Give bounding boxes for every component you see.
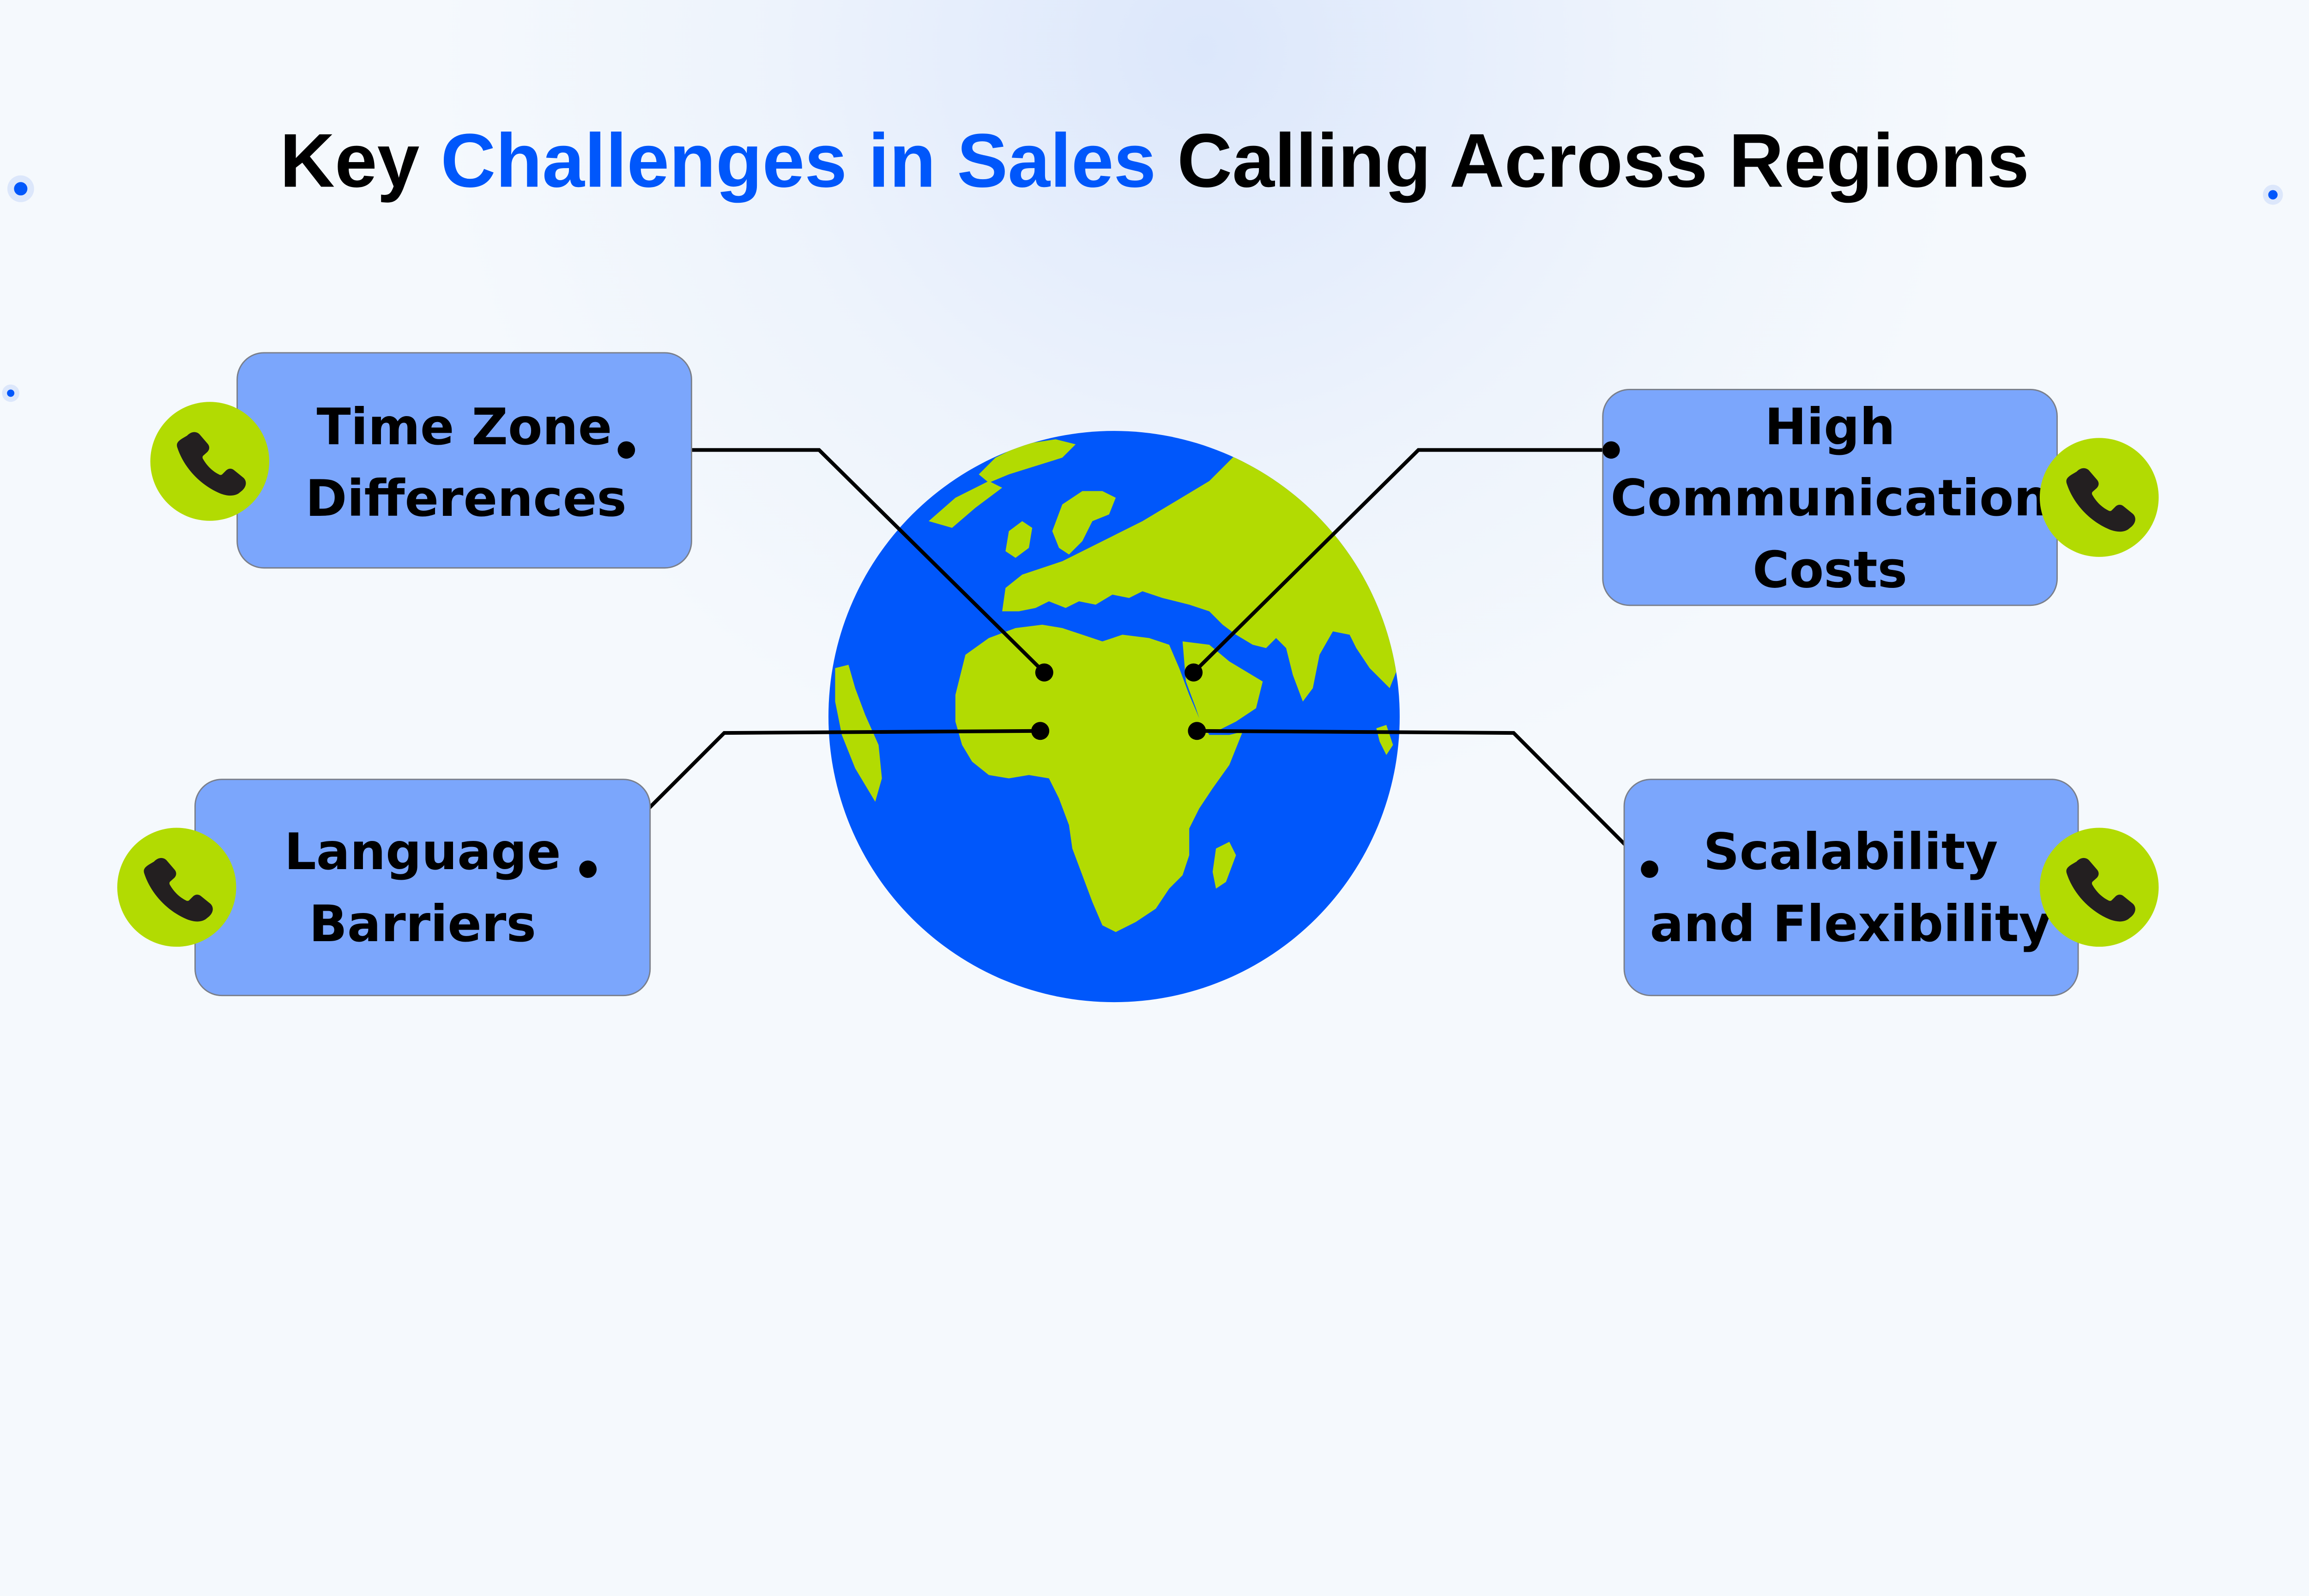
decorative-dot [2263,185,2283,205]
title-part-3: Calling Across Regions [1156,118,2029,203]
title-highlight: Challenges in Sales [441,118,1156,203]
challenge-label-line: Time Zone [317,398,612,456]
phone-icon-badge [2039,438,2159,557]
challenge-card-time-zone[interactable]: Time Zone Differences [150,352,692,569]
globe-connector-dot [1185,663,1203,682]
title-part-1: Key [280,118,441,203]
challenge-label-line: and Flexibility [1650,895,2052,953]
decorative-dot [2,384,19,402]
globe-icon [828,431,1400,1003]
phone-icon-badge [2039,828,2159,947]
challenge-label-line: Differences [305,469,627,528]
decorative-dots [2,175,2283,402]
phone-icon-badge [117,828,236,947]
globe-connector-dot [1031,722,1050,740]
connector-communication-costs [1192,448,1611,674]
challenge-label-line: High [1765,398,1895,456]
infographic-canvas: Key Challenges in Sales Calling Across R… [0,0,2309,1155]
globe-connector-dot [1035,663,1053,682]
decorative-dot [7,175,34,202]
challenge-label-line: Language [284,822,561,881]
challenge-label-line: Scalability [1704,822,1998,881]
challenge-card-communication-costs[interactable]: High Communication Costs [1602,389,2159,606]
connector-dot [1602,441,1620,459]
challenge-card-language[interactable]: Language Barriers [117,779,651,997]
globe-landmasses [835,439,1400,932]
challenge-label-line: Communication [1611,469,2049,527]
challenge-card-scalability[interactable]: Scalability and Flexibility [1623,779,2159,997]
connector-dot [579,860,597,878]
connector-dot [1641,860,1658,878]
connector-dot [617,441,635,459]
challenge-label-line: Barriers [309,895,536,953]
globe-connector-dot [1188,722,1206,740]
infographic: Key Challenges in Sales Calling Across R… [0,0,2309,1155]
page-title: Key Challenges in Sales Calling Across R… [280,118,2029,203]
challenge-label-line: Costs [1753,541,1907,599]
connector-dots [579,441,1658,878]
phone-icon-badge [150,402,270,521]
connector-scalability [1197,729,1651,871]
